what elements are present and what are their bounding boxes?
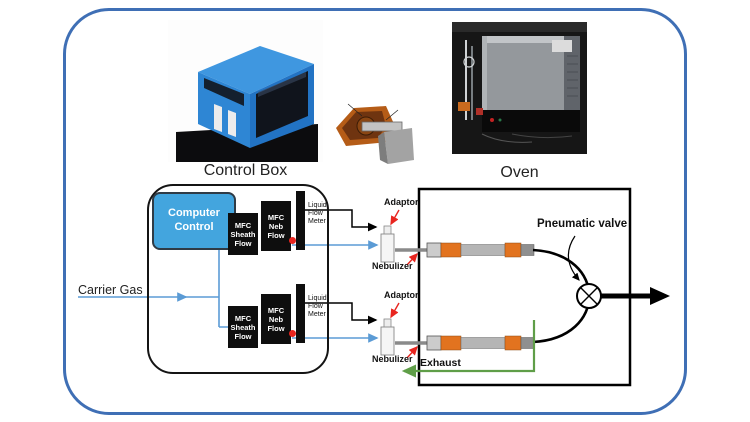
pneumatic-valve-label: Pneumatic valve — [537, 218, 628, 230]
adaptor-top-shape — [380, 225, 395, 263]
liquid-flow-meter-label-1: Liquid Flow Meter — [308, 202, 327, 226]
column-tube-bottom — [395, 335, 535, 351]
adaptor-top-label: Adaptor — [384, 197, 419, 207]
column-tube-top — [395, 242, 535, 258]
indicator-dot-1 — [289, 237, 296, 244]
adaptor-bottom-shape — [380, 318, 395, 356]
control-box-outline — [147, 184, 329, 374]
nebulizer-top-label: Nebulizer — [372, 261, 413, 271]
diagram-border — [63, 8, 687, 415]
liquid-flow-meter-bar-1 — [296, 191, 305, 250]
outlet-arrow — [601, 287, 670, 305]
control-box-photo — [168, 20, 323, 162]
oven-caption: Oven — [500, 164, 539, 181]
exhaust-line — [401, 320, 536, 378]
mfc-sheath-flow-2: MFC Sheath Flow — [228, 306, 258, 348]
oven-outline — [417, 187, 632, 387]
indicator-dot-2 — [289, 330, 296, 337]
oven-photo — [452, 22, 587, 154]
liquid-flow-meter-bar-2 — [296, 284, 305, 343]
nebulizer-photo — [328, 98, 416, 176]
control-box-caption: Control Box — [203, 162, 288, 179]
carrier-gas-label: Carrier Gas — [78, 283, 143, 297]
mfc-sheath-flow-1: MFC Sheath Flow — [228, 213, 258, 255]
pneumatic-valve-symbol — [567, 235, 602, 309]
exhaust-label: Exhaust — [420, 357, 461, 369]
computer-control-box: Computer Control — [152, 192, 236, 250]
red-pointer-arrows — [390, 209, 418, 359]
liquid-flow-meter-label-2: Liquid Flow Meter — [308, 295, 327, 319]
adaptor-bottom-label: Adaptor — [384, 290, 419, 300]
mfc-neb-flow-2: MFC Neb Flow — [261, 294, 291, 344]
mfc-neb-flow-1: MFC Neb Flow — [261, 201, 291, 251]
nebulizer-bottom-label: Nebulizer — [372, 354, 413, 364]
